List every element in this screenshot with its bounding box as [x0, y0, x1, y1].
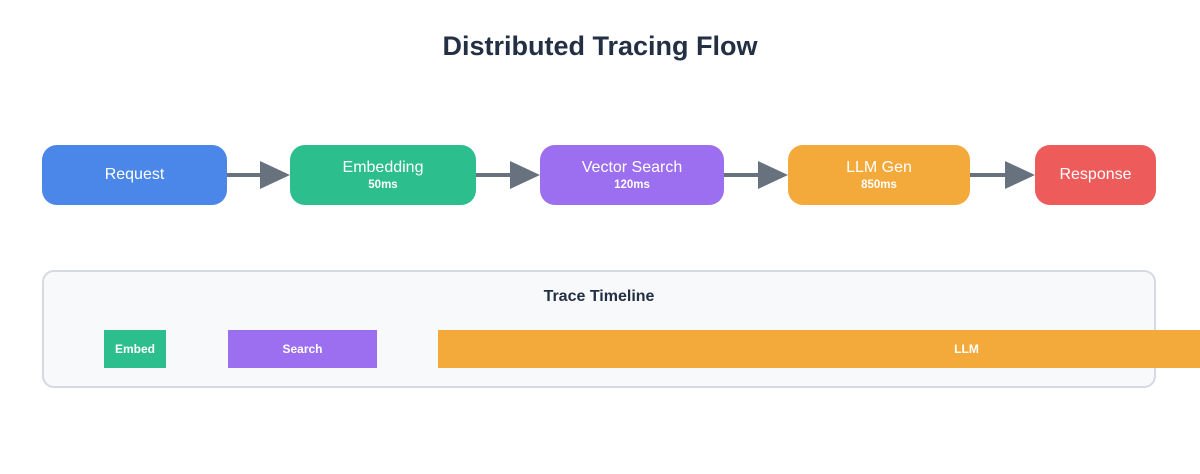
flow-arrow	[476, 161, 540, 189]
flow-node-label: Vector Search	[581, 158, 683, 176]
arrow-head-icon	[758, 161, 788, 189]
flow-node-duration: 50ms	[368, 178, 398, 191]
flow-node-label: Request	[104, 166, 165, 183]
trace-timeline-title: Trace Timeline	[543, 288, 655, 305]
arrow-head-icon	[260, 161, 290, 189]
flow-node-llm-gen: LLM Gen 850ms	[788, 145, 970, 205]
arrow-head-icon	[510, 161, 540, 189]
flow-node-label: Response	[1059, 166, 1132, 183]
timeline-span-label: Embed	[114, 342, 155, 356]
timeline-span-label: Search	[282, 342, 323, 356]
flow-node-label: LLM Gen	[846, 158, 912, 176]
timeline-span-label: LLM	[954, 342, 979, 356]
arrow-line	[724, 173, 762, 177]
flow-arrow	[724, 161, 788, 189]
flow-node-duration: 850ms	[861, 178, 897, 191]
timeline-span-embed: Embed	[104, 330, 166, 368]
trace-timeline-panel: Trace Timeline	[42, 270, 1156, 388]
flow-node-response: Response	[1035, 145, 1156, 205]
timeline-span-search: Search	[228, 330, 377, 368]
flow-arrow	[227, 161, 290, 189]
flow-node-request: Request	[42, 145, 227, 205]
arrow-head-icon	[1005, 161, 1035, 189]
arrow-line	[227, 173, 264, 177]
flow-arrow	[970, 161, 1035, 189]
page-title: Distributed Tracing Flow	[442, 31, 758, 61]
flow-node-duration: 120ms	[614, 178, 650, 191]
arrow-line	[476, 173, 514, 177]
flow-node-vector-search: Vector Search 120ms	[540, 145, 724, 205]
flow-node-embedding: Embedding 50ms	[290, 145, 476, 205]
timeline-span-llm: LLM	[438, 330, 1200, 368]
flow-node-label: Embedding	[342, 158, 424, 176]
arrow-line	[970, 173, 1009, 177]
